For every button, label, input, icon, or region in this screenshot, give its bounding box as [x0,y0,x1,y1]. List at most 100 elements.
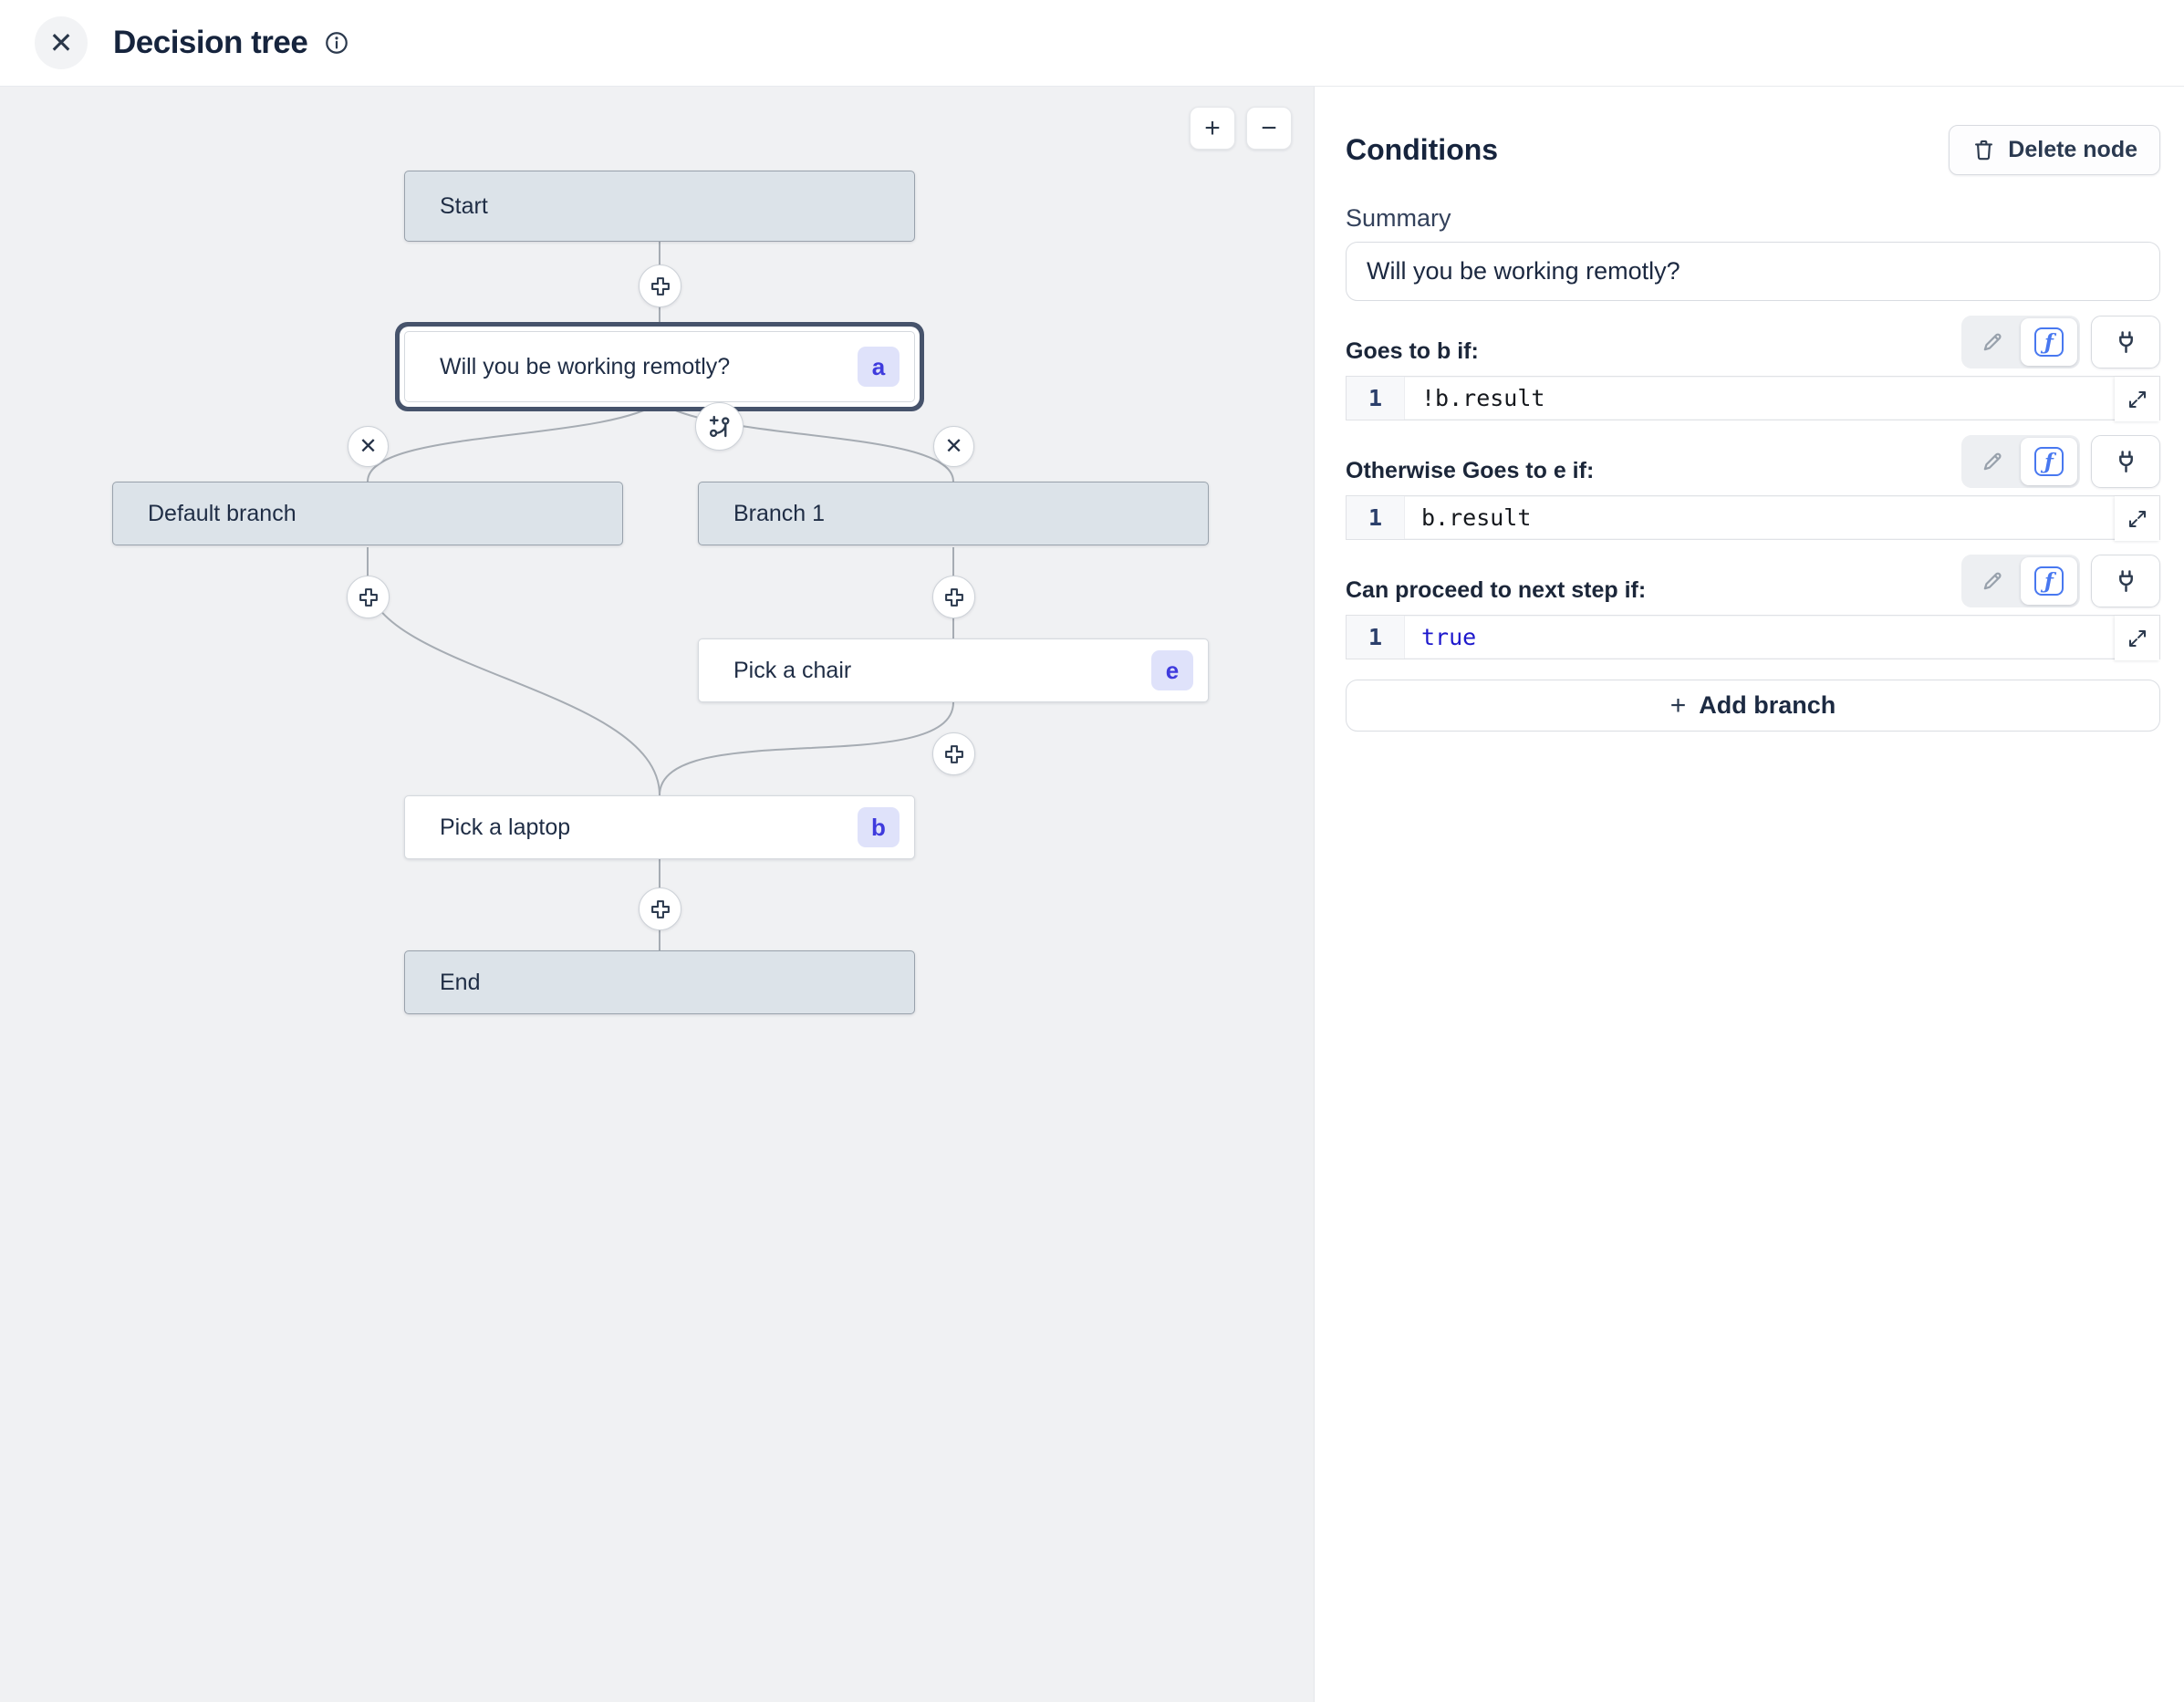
condition-label: Goes to b if: [1346,338,1479,364]
node-label: End [440,969,481,995]
plus-outline-icon [944,744,963,763]
add-node-button[interactable] [932,732,975,775]
plus-outline-icon [944,587,963,607]
header: ✕ Decision tree [0,0,2184,87]
expand-editor-button[interactable] [2115,616,2159,660]
code-editor[interactable]: 1 b.result [1346,495,2160,541]
node-start[interactable]: Start [404,171,915,242]
node-end[interactable]: End [404,950,915,1014]
text-mode-button[interactable] [1964,318,2021,366]
page-title: Decision tree [113,25,308,60]
plug-icon [2118,330,2133,353]
connect-data-button[interactable] [2091,316,2160,368]
flow-canvas[interactable]: + − Start Will you be working remotly? a… [0,87,1314,1702]
node-badge: a [858,347,900,387]
node-label: Pick a chair [733,657,852,683]
editor-mode-toggle: ƒ [1961,435,2080,488]
editor-mode-toggle: ƒ [1961,316,2080,368]
add-branch-node-button[interactable] [695,402,744,451]
node-label: Pick a laptop [440,814,571,840]
close-button[interactable]: ✕ [35,16,88,69]
line-number: 1 [1347,496,1405,539]
info-icon[interactable] [324,30,349,56]
plus-outline-icon [650,276,670,296]
x-icon: ✕ [944,434,963,459]
code-text: !b.result [1421,385,1545,411]
connect-data-button[interactable] [2091,435,2160,488]
summary-input[interactable] [1346,242,2160,301]
code-editor[interactable]: 1 true [1346,615,2160,660]
add-node-button[interactable] [347,576,390,618]
plus-icon: + [1669,690,1687,721]
panel-title: Conditions [1346,133,1499,166]
minus-icon: − [1261,112,1277,143]
condition-section-header: Can proceed to next step if: ƒ [1346,553,2160,607]
trash-icon [1975,140,1993,161]
expand-editor-button[interactable] [2115,377,2159,421]
plus-icon: + [1204,112,1221,143]
close-icon: ✕ [48,26,74,59]
node-question-selected[interactable]: Will you be working remotly? a [404,331,915,402]
text-mode-button[interactable] [1964,557,2021,605]
node-pick-chair[interactable]: Pick a chair e [698,638,1209,702]
branch-plus-icon [709,415,729,437]
add-node-button[interactable] [639,887,681,930]
expand-icon [2128,629,2146,647]
fx-mode-button[interactable]: ƒ [2021,557,2077,605]
conditions-panel: Conditions Delete node Summary Goes to b… [1314,87,2184,1702]
editor-mode-toggle: ƒ [1961,555,2080,607]
zoom-in-button[interactable]: + [1190,107,1235,150]
fx-mode-button[interactable]: ƒ [2021,318,2077,366]
delete-branch-right-button[interactable]: ✕ [933,426,974,467]
node-branch-1[interactable]: Branch 1 [698,482,1209,545]
code-text: true [1421,624,1477,650]
expand-icon [2128,510,2146,527]
pencil-icon [1983,452,2002,471]
node-default-branch[interactable]: Default branch [112,482,623,545]
add-branch-label: Add branch [1699,691,1836,719]
pencil-icon [1983,572,2002,590]
code-editor[interactable]: 1 !b.result [1346,376,2160,421]
node-label: Branch 1 [733,500,826,526]
fx-icon: ƒ [2034,327,2064,357]
add-node-button[interactable] [639,265,681,307]
delete-node-label: Delete node [2008,137,2137,162]
editor-controls: ƒ [1961,316,2160,368]
pencil-icon [1983,333,2002,351]
x-icon: ✕ [359,434,378,459]
editor-controls: ƒ [1961,555,2160,607]
delete-branch-left-button[interactable]: ✕ [348,426,389,467]
expand-icon [2128,390,2146,408]
fx-icon: ƒ [2034,566,2064,596]
delete-node-button[interactable]: Delete node [1949,125,2160,175]
fx-icon: ƒ [2034,447,2064,476]
zoom-out-button[interactable]: − [1246,107,1292,150]
condition-label: Otherwise Goes to e if: [1346,458,1595,483]
text-mode-button[interactable] [1964,438,2021,485]
node-badge: b [858,807,900,847]
plug-icon [2118,569,2133,592]
add-node-button[interactable] [932,576,975,618]
zoom-controls: + − [1190,107,1292,150]
node-label: Will you be working remotly? [440,353,731,379]
node-pick-laptop[interactable]: Pick a laptop b [404,795,915,859]
code-text: b.result [1421,504,1532,531]
condition-section-header: Otherwise Goes to e if: ƒ [1346,433,2160,488]
fx-mode-button[interactable]: ƒ [2021,438,2077,485]
connect-data-button[interactable] [2091,555,2160,607]
condition-label: Can proceed to next step if: [1346,577,1647,603]
condition-section-header: Goes to b if: ƒ [1346,314,2160,368]
editor-controls: ƒ [1961,435,2160,488]
line-number: 1 [1347,616,1405,659]
panel-header: Conditions Delete node [1346,125,2160,175]
node-label: Default branch [148,500,296,526]
expand-editor-button[interactable] [2115,496,2159,541]
line-number: 1 [1347,377,1405,420]
node-label: Start [440,192,488,219]
plus-outline-icon [359,587,378,607]
plug-icon [2118,450,2133,472]
node-badge: e [1151,650,1193,690]
add-branch-button[interactable]: + Add branch [1346,680,2160,732]
plus-outline-icon [650,899,670,918]
summary-label: Summary [1346,204,1451,232]
